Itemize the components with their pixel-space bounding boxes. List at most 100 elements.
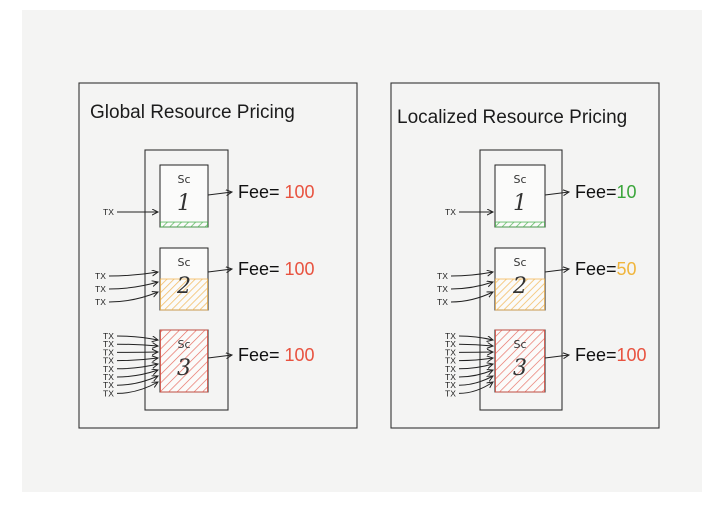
tx-input: TX <box>437 282 493 294</box>
tx-input: TX <box>445 339 493 349</box>
tx-arrow <box>116 358 158 361</box>
fee-label: Fee= <box>238 259 285 279</box>
tx-input: TX <box>103 364 158 374</box>
tx-arrow <box>116 376 158 386</box>
tx-input: TX <box>445 356 493 366</box>
tx-label: TX <box>437 297 448 307</box>
fee-text: Fee= 100 <box>238 345 315 365</box>
block-box <box>494 164 546 228</box>
block-fill-level <box>495 221 545 228</box>
tx-input: TX <box>445 376 493 390</box>
block-fill-level <box>160 278 208 311</box>
tx-arrow <box>108 282 158 290</box>
tx-label: TX <box>445 388 456 398</box>
fee-arrow <box>207 355 232 358</box>
fee-label: Fee= <box>238 182 285 202</box>
tx-label: TX <box>445 356 456 366</box>
tx-label: TX <box>95 271 106 281</box>
tx-input: TX <box>103 207 158 217</box>
tx-input: TX <box>103 356 158 366</box>
fee-arrow <box>544 192 569 195</box>
tx-label: TX <box>103 207 114 217</box>
tx-input: TX <box>445 347 493 357</box>
tx-label: TX <box>445 339 456 349</box>
tx-label: TX <box>445 364 456 374</box>
tx-input: TX <box>103 331 158 341</box>
tx-arrow <box>116 370 158 378</box>
tx-label: TX <box>437 284 448 294</box>
tx-label: TX <box>103 372 114 382</box>
tx-input: TX <box>103 370 158 382</box>
fee-label: Fee= <box>238 345 285 365</box>
block-number: 1 <box>177 191 191 216</box>
tx-arrow <box>458 364 493 370</box>
fee-label: Fee= <box>575 345 617 365</box>
fee-text: Fee= 100 <box>238 259 315 279</box>
block-label: Sc <box>513 338 526 351</box>
tx-arrow <box>116 335 158 340</box>
fee-value: 100 <box>285 345 315 365</box>
block-label: Sc <box>177 173 190 186</box>
tx-arrow <box>458 358 493 361</box>
block-fill-level <box>160 329 208 393</box>
tx-arrow <box>116 344 158 346</box>
tx-input: TX <box>445 370 493 382</box>
tx-arrow <box>458 344 493 346</box>
tx-arrow <box>450 292 493 303</box>
tx-input: TX <box>103 339 158 349</box>
fee-arrow <box>207 269 232 272</box>
tx-arrow <box>458 376 493 386</box>
tx-arrow <box>108 292 158 303</box>
fee-value: 100 <box>285 259 315 279</box>
block-number: 3 <box>513 356 527 381</box>
tx-label: TX <box>103 347 114 357</box>
block-number: 2 <box>512 274 527 299</box>
tx-input: TX <box>103 347 158 357</box>
tx-label: TX <box>445 347 456 357</box>
tx-input: TX <box>95 271 158 281</box>
fee-value: 10 <box>617 182 637 202</box>
block-label: Sc <box>513 173 526 186</box>
fee-value: 100 <box>285 182 315 202</box>
block-number: 3 <box>177 356 191 381</box>
panel-frame <box>78 82 358 429</box>
fee-arrow <box>544 355 569 358</box>
block-number: 2 <box>176 274 191 299</box>
fee-text: Fee=100 <box>575 345 647 365</box>
fee-arrow <box>544 269 569 272</box>
block-number: 1 <box>513 191 527 216</box>
fee-text: Fee=10 <box>575 182 637 202</box>
tx-label: TX <box>445 380 456 390</box>
block-column-frame <box>144 149 229 411</box>
tx-input: TX <box>437 271 493 281</box>
block-fill-level <box>495 278 545 311</box>
fee-text: Fee= 100 <box>238 182 315 202</box>
tx-arrow <box>116 364 158 370</box>
tx-arrow <box>450 282 493 290</box>
tx-label: TX <box>103 380 114 390</box>
block-fill-level <box>495 329 545 393</box>
block-label: Sc <box>513 256 526 269</box>
tx-arrow <box>458 370 493 378</box>
tx-label: TX <box>437 271 448 281</box>
tx-label: TX <box>445 331 456 341</box>
tx-label: TX <box>95 284 106 294</box>
tx-label: TX <box>103 388 114 398</box>
fee-value: 50 <box>617 259 637 279</box>
tx-input: TX <box>445 364 493 374</box>
tx-input: TX <box>95 282 158 294</box>
tx-input: TX <box>445 207 493 217</box>
tx-arrow <box>108 272 158 277</box>
tx-input: TX <box>445 382 493 398</box>
fee-label: Fee= <box>575 182 617 202</box>
tx-label: TX <box>445 372 456 382</box>
